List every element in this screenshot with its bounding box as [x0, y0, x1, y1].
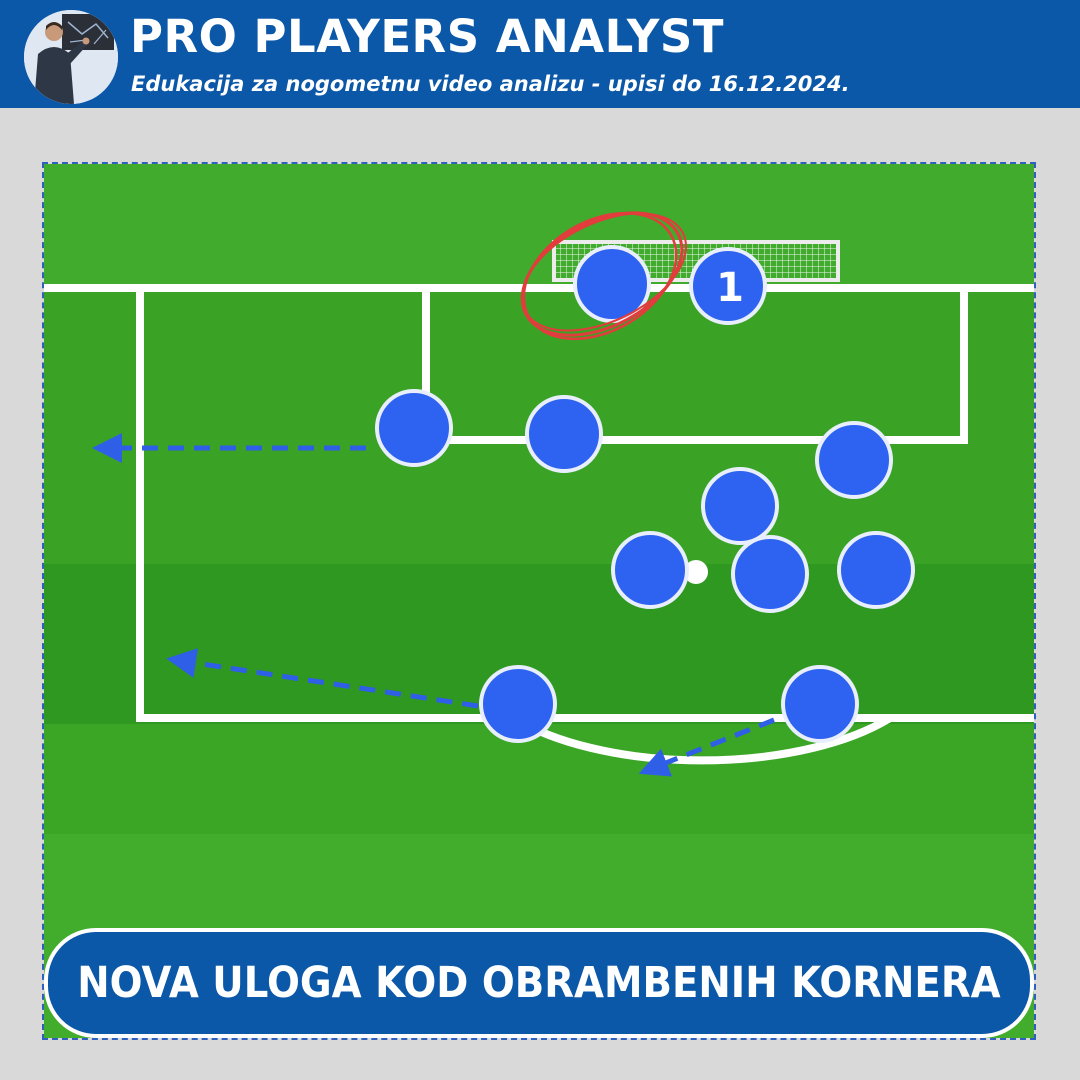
arrow-run-arc	[638, 717, 775, 777]
ball-icon	[684, 560, 708, 584]
player-marker	[731, 535, 809, 613]
avatar	[24, 10, 118, 104]
goalkeeper-marker	[689, 247, 767, 325]
pitch-lines	[44, 284, 1034, 765]
penalty-box-line	[136, 288, 1034, 722]
header-bar: PRO PLAYERS ANALYST Edukacija za nogomet…	[0, 0, 1080, 108]
player-marker	[837, 531, 915, 609]
pitch-diagram: 1	[42, 162, 1036, 1040]
movement-arrows	[92, 433, 775, 777]
grass-stripe	[44, 724, 1034, 834]
players	[375, 245, 915, 743]
player-marker	[611, 531, 689, 609]
brand-title: PRO PLAYERS ANALYST	[130, 10, 724, 63]
player-marker	[479, 665, 557, 743]
player-marker	[525, 395, 603, 473]
player-marker	[781, 665, 859, 743]
brand-subtitle: Edukacija za nogometnu video analizu - u…	[131, 72, 850, 96]
six-yard-box-line	[422, 288, 968, 444]
player-marker	[815, 421, 893, 499]
penalty-arc	[511, 714, 893, 765]
caption-banner: NOVA ULOGA KOD OBRAMBENIH KORNERA	[44, 928, 1034, 1038]
highlight-circle	[520, 211, 687, 341]
player-marker	[701, 467, 779, 545]
caption-text: NOVA ULOGA KOD OBRAMBENIH KORNERA	[77, 958, 1001, 1008]
pitch-svg: 1	[44, 164, 1034, 1038]
goalkeeper-number: 1	[716, 265, 744, 311]
grass-stripe	[44, 164, 1034, 284]
player-marker	[375, 389, 453, 467]
analyst-avatar-icon	[24, 10, 118, 104]
